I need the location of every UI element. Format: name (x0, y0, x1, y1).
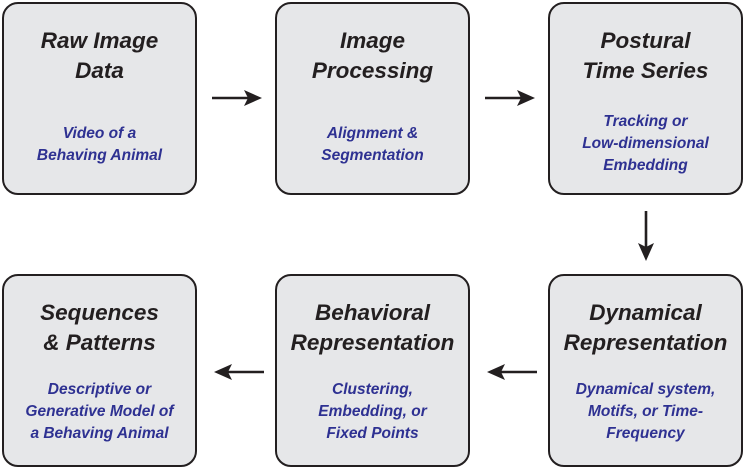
box-title-line: Processing (311, 58, 434, 83)
box-title: Sequences & Patterns (4, 298, 195, 358)
box-title: Behavioral Representation (277, 298, 468, 358)
box-title-line: Image (339, 28, 406, 53)
arrow-left-icon (214, 364, 264, 380)
box-subtitle-line: Generative Model of (25, 403, 174, 420)
box-subtitle: Alignment & Segmentation (277, 123, 468, 167)
box-title: Image Processing (277, 26, 468, 86)
box-raw-image-data: Raw Image Data Video of a Behaving Anima… (2, 2, 197, 195)
box-subtitle-line: Video of a (62, 125, 137, 142)
box-dynamical-representation: Dynamical Representation Dynamical syste… (548, 274, 743, 467)
box-subtitle-line: Fixed Points (326, 425, 419, 442)
box-title-line: Representation (290, 330, 455, 355)
box-image-processing: Image Processing Alignment & Segmentatio… (275, 2, 470, 195)
box-subtitle: Clustering, Embedding, or Fixed Points (277, 379, 468, 445)
box-title-line: Postural (600, 28, 691, 53)
box-sequences-patterns: Sequences & Patterns Descriptive or Gene… (2, 274, 197, 467)
box-subtitle-line: Behaving Animal (36, 147, 163, 164)
box-subtitle-line: Embedding (603, 157, 688, 174)
box-subtitle-line: Low-dimensional (582, 135, 709, 152)
box-title: Postural Time Series (550, 26, 741, 86)
box-subtitle-line: Embedding, or (318, 403, 427, 420)
box-title-line: Sequences (40, 300, 159, 325)
box-subtitle-line: Segmentation (321, 147, 424, 164)
box-subtitle-line: Descriptive or (47, 381, 152, 398)
arrow-right-icon (212, 90, 262, 106)
box-subtitle: Descriptive or Generative Model of a Beh… (4, 379, 195, 445)
box-title-line: Raw Image (40, 28, 159, 53)
box-subtitle-line: a Behaving Animal (30, 425, 169, 442)
box-behavioral-representation: Behavioral Representation Clustering, Em… (275, 274, 470, 467)
box-title-line: Behavioral (314, 300, 431, 325)
box-title-line: Representation (563, 330, 728, 355)
arrow-down-icon (638, 211, 654, 261)
box-title-line: Time Series (582, 58, 709, 83)
box-subtitle-line: Motifs, or Time- (587, 403, 704, 420)
box-title-line: Dynamical (589, 300, 702, 325)
box-title-line: Data (75, 58, 124, 83)
arrow-right-icon (485, 90, 535, 106)
box-subtitle-line: Frequency (606, 425, 685, 442)
arrow-left-icon (487, 364, 537, 380)
box-title: Raw Image Data (4, 26, 195, 86)
box-subtitle: Video of a Behaving Animal (4, 123, 195, 167)
box-title: Dynamical Representation (550, 298, 741, 358)
box-subtitle-line: Dynamical system, (575, 381, 716, 398)
box-subtitle-line: Alignment & (326, 125, 419, 142)
box-subtitle: Dynamical system, Motifs, or Time- Frequ… (550, 379, 741, 445)
box-postural-time-series: Postural Time Series Tracking or Low-dim… (548, 2, 743, 195)
box-subtitle-line: Tracking or (603, 113, 688, 130)
box-title-line: & Patterns (43, 330, 156, 355)
box-subtitle: Tracking or Low-dimensional Embedding (550, 111, 741, 177)
box-subtitle-line: Clustering, (332, 381, 413, 398)
